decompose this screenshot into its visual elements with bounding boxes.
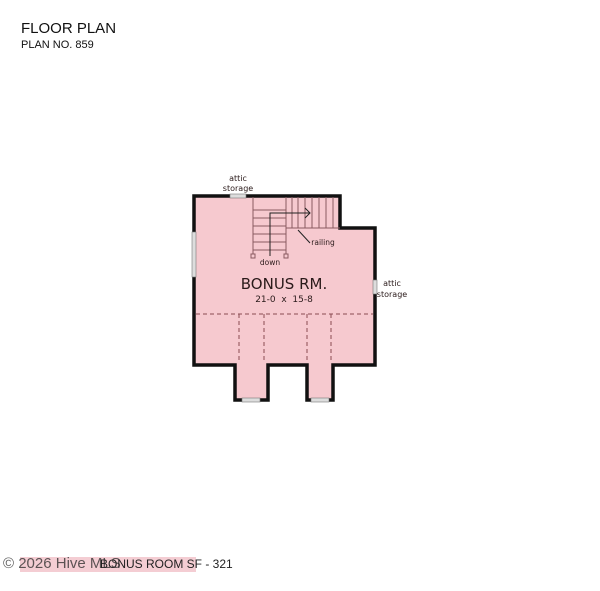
window-top <box>229 193 247 199</box>
room-dimensions: 21-0 x 15-8 <box>255 295 313 305</box>
staircase <box>250 197 340 259</box>
down-label: down <box>260 258 280 267</box>
sf-band <box>20 557 196 572</box>
attic-top-label-2: storage <box>223 184 253 193</box>
window-dormer-left <box>241 397 261 403</box>
attic-right-label-2: storage <box>377 290 407 299</box>
dashed-ceiling-lines <box>196 313 373 363</box>
page-title: FLOOR PLAN <box>21 20 117 37</box>
window-dormer-right <box>310 397 330 403</box>
railing-label: railing <box>311 238 335 247</box>
attic-right-label: attic <box>383 279 401 288</box>
room-name: BONUS RM. <box>241 275 327 293</box>
copyright-watermark: © 2026 Hive MLS <box>3 555 121 572</box>
plan-number: PLAN NO. 859 <box>21 39 94 51</box>
window-left <box>191 231 197 278</box>
window-right <box>372 279 378 295</box>
attic-top-label: attic <box>229 174 247 183</box>
bonus-room-sf: BONUS ROOM SF - 321 <box>100 557 233 571</box>
